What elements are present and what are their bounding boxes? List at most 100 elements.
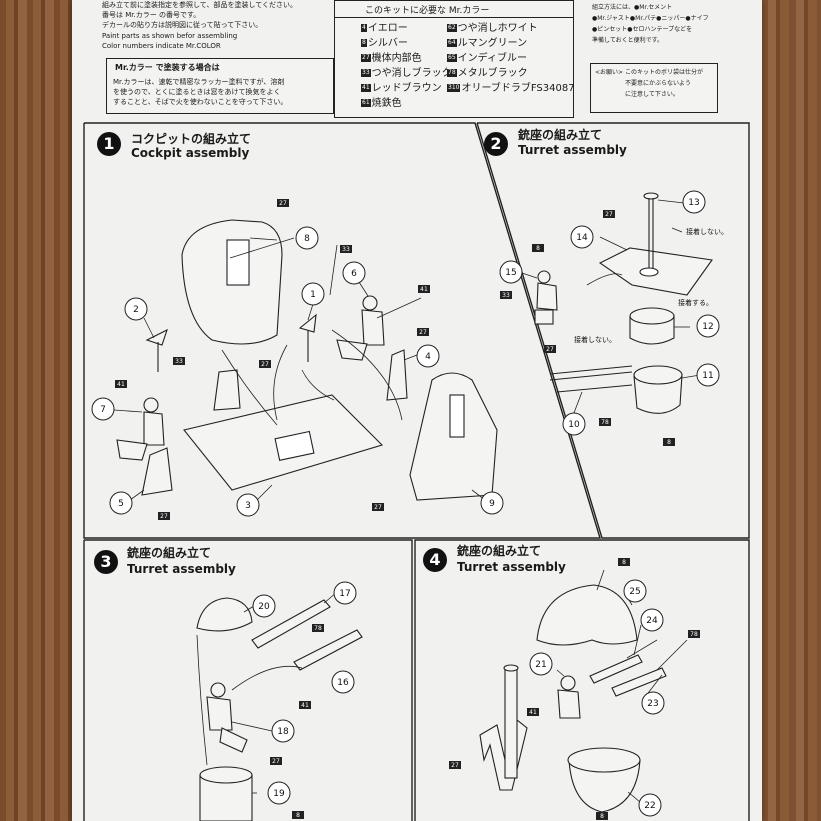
caution-box: Mr.カラー で塗装する場合は Mr.カラーは、速乾で精密なラッカー塗料ですが、… <box>106 58 334 114</box>
svg-text:27: 27 <box>279 200 287 207</box>
part-number-label: 5 <box>118 499 124 509</box>
note-line: このキットのボリ袋は仕分が <box>625 69 704 76</box>
svg-text:27: 27 <box>451 762 459 769</box>
part-callout-5: 5 <box>109 491 133 515</box>
figure-legs-18 <box>219 727 248 753</box>
part-number-label: 17 <box>339 589 350 599</box>
seat-part-mid <box>213 369 241 411</box>
figure-body-15 <box>536 282 558 311</box>
svg-text:27: 27 <box>160 513 168 520</box>
figure-legs-6 <box>336 339 368 361</box>
part-callout-4: 4 <box>416 344 440 368</box>
part-callout-24: 24 <box>640 608 664 632</box>
note-line-1: 組み立て前に塗装指定を参照して、部品を塗装してください。 <box>102 1 298 9</box>
color-code-tag: 8 <box>618 558 630 566</box>
figure-legs-7 <box>116 439 148 461</box>
color-code-tag: 33 <box>173 357 185 365</box>
section-2-number: 2 <box>484 132 508 156</box>
part-number-label: 21 <box>535 660 546 670</box>
section-4-title-en: Turret assembly <box>457 560 566 574</box>
note-line-3: デカールの貼り方は説明図に従って貼って下さい。 <box>102 21 263 29</box>
part-number-label: 4 <box>425 352 431 362</box>
part-callout-21: 21 <box>529 652 553 676</box>
part-number-label: 13 <box>688 198 699 208</box>
figure-body-7 <box>143 411 165 446</box>
part-callout-22: 22 <box>638 793 662 817</box>
figure-head-18 <box>210 682 226 698</box>
note-line-4: Paint parts as shown befor assembling <box>102 32 238 40</box>
color-code-tag: 41 <box>418 285 430 293</box>
panel-borders <box>83 122 750 821</box>
svg-text:78: 78 <box>601 419 609 426</box>
part-number-label: 16 <box>337 678 349 688</box>
floor-hatch <box>274 430 315 461</box>
seat-part-5 <box>141 447 173 496</box>
caution-line-3: することと、そばで火を使わないことを守って下さい。 <box>113 98 288 106</box>
note-line: 不要意にかぶらないよう <box>625 80 691 87</box>
part-callout-1: 1 <box>301 282 325 306</box>
gun-part-23 <box>611 667 667 697</box>
wood-table-right <box>761 0 821 821</box>
svg-text:8: 8 <box>622 559 626 566</box>
part-number-label: 9 <box>489 499 495 509</box>
note-line-5: Color numbers indicate Mr.COLOR <box>102 42 221 50</box>
turret-drawing-3: 20 17 16 18 19 78 41 27 8 <box>196 581 363 821</box>
part-number-label: 23 <box>647 699 658 709</box>
color-code-tag: 8 <box>532 244 544 252</box>
svg-text:33: 33 <box>175 358 183 365</box>
svg-text:27: 27 <box>419 329 427 336</box>
color-code-tag: 27 <box>603 210 615 218</box>
dome-part-20 <box>196 597 253 632</box>
ring-part-11 <box>633 374 683 414</box>
rear-panel-window <box>449 394 465 438</box>
section-3-number: 3 <box>94 550 118 574</box>
part-callout-8: 8 <box>295 226 319 250</box>
svg-text:41: 41 <box>420 286 428 293</box>
turret-drawing-2: 13 14 15 12 11 10 27 8 33 27 78 8 接着しない。… <box>499 190 728 446</box>
part-number-label: 7 <box>100 405 106 415</box>
note-title: <お願い> <box>595 69 624 76</box>
part-callout-12: 12 <box>696 314 720 338</box>
cockpit-drawing: 8 6 2 1 7 4 5 3 9 27 33 41 27 33 41 27 2… <box>91 199 504 520</box>
color-code-tag: 27 <box>417 328 429 336</box>
svg-text:27: 27 <box>546 346 554 353</box>
color-code-tag: 27 <box>544 345 556 353</box>
stick-part-2 <box>145 328 168 346</box>
svg-text:8: 8 <box>600 813 604 820</box>
part-number-label: 14 <box>576 233 588 243</box>
part-number-label: 12 <box>702 322 713 332</box>
part-number-label: 10 <box>568 420 580 430</box>
figure-body-6 <box>361 309 385 346</box>
svg-text:8: 8 <box>536 245 540 252</box>
color-code-tag: 33 <box>340 245 352 253</box>
cylinder-part-19 <box>199 775 253 821</box>
svg-text:41: 41 <box>301 702 309 709</box>
svg-text:27: 27 <box>261 361 269 368</box>
figure-head-7 <box>143 397 159 413</box>
instruction-sheet: 組み立て前に塗装指定を参照して、部品を塗装してください。 番号は Mr.カラー … <box>72 0 762 821</box>
seat-part-4 <box>386 349 408 401</box>
section-4-number: 4 <box>423 548 447 572</box>
figure-body-21 <box>557 689 581 719</box>
color-code-tag: 27 <box>158 512 170 520</box>
gun-part-17 <box>251 599 331 649</box>
svg-text:33: 33 <box>502 292 510 299</box>
color-code-tag: 33 <box>500 291 512 299</box>
callout-glue: 接着する。 <box>678 298 713 307</box>
section-3-title-jp: 銃座の組み立て <box>127 546 212 560</box>
part-callout-14: 14 <box>570 225 594 249</box>
note-line: に注意して下さい。 <box>625 91 679 98</box>
note-box: <お願い> このキットのボリ袋は仕分が 不要意にかぶらないよう に注意して下さい… <box>590 63 718 113</box>
part-number-label: 11 <box>702 371 713 381</box>
yoke-part <box>479 719 528 791</box>
part-callout-25: 25 <box>623 579 647 603</box>
part-callout-19: 19 <box>267 781 291 805</box>
section-1-number: 1 <box>97 132 121 156</box>
part-number-label: 3 <box>245 501 251 511</box>
part-callout-13: 13 <box>682 190 706 214</box>
